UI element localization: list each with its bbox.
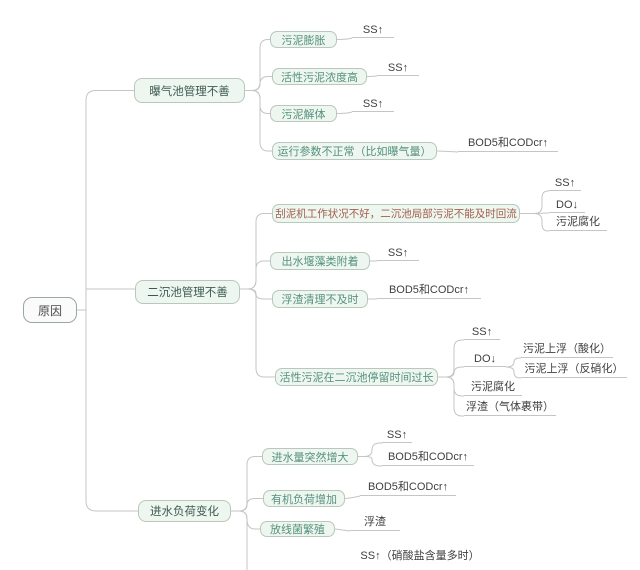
effect-bod-cod-up[interactable]: BOD5和CODcr↑ [458,136,558,152]
node-scraper-malfunction[interactable]: 刮泥机工作状况不好，二沉池局部污泥不能及时回流 [272,204,520,223]
effect-sludge-putrefaction[interactable]: 污泥腐化 [464,380,522,396]
effect-bod-cod-up[interactable]: BOD5和CODcr↑ [377,283,481,299]
branch-secondary-clarifier[interactable]: 二沉池管理不善 [135,280,240,304]
node-long-retention[interactable]: 活性污泥在二沉池停留时间过长 [275,368,438,386]
node-organic-load-increase[interactable]: 有机负荷增加 [263,490,345,507]
effect-ss-up[interactable]: SS↑ [377,245,419,261]
effect-do-down[interactable]: DO↓ [464,351,506,367]
root-node-cause[interactable]: 原因 [23,297,77,323]
effect-sludge-putrefaction[interactable]: 污泥腐化 [549,215,607,231]
effect-ss-up[interactable]: SS↑ [352,96,394,112]
effect-bod-cod-up[interactable]: BOD5和CODcr↑ [382,450,474,466]
effect-scum-gas-entrainment[interactable]: 浮渣（气体裹带） [464,400,556,416]
effect-ss-up[interactable]: SS↑ [382,427,412,443]
effect-sludge-float-acidification[interactable]: 污泥上浮（酸化） [521,342,613,358]
node-flow-surge[interactable]: 进水量突然增大 [262,448,358,465]
node-actinomycetes-growth[interactable]: 放线菌繁殖 [260,521,335,537]
node-high-mlss[interactable]: 活性污泥浓度高 [272,68,367,85]
effect-bod-cod-up[interactable]: BOD5和CODcr↑ [360,480,456,496]
node-abnormal-parameters[interactable]: 运行参数不正常（比如曝气量） [272,142,437,160]
effect-ss-up[interactable]: SS↑ [377,60,419,76]
effect-ss-up[interactable]: SS↑ [549,175,581,191]
effect-sludge-float-denitrification[interactable]: 污泥上浮（反硝化） [521,362,627,378]
effect-ss-up[interactable]: SS↑ [352,22,394,38]
node-sludge-disintegration[interactable]: 污泥解体 [270,105,337,122]
effect-ss-up[interactable]: SS↑ [464,324,500,340]
node-weir-algae[interactable]: 出水堰藻类附着 [270,252,370,270]
branch-aeration-tank[interactable]: 曝气池管理不善 [134,78,245,103]
branch-influent-load[interactable]: 进水负荷变化 [138,500,231,522]
effect-scum[interactable]: 浮渣 [350,515,400,531]
node-scum-not-cleaned[interactable]: 浮渣清理不及时 [272,290,368,308]
effect-ss-up-nitrate[interactable]: SS↑（硝酸盐含量多时） [360,550,480,562]
node-sludge-bulking[interactable]: 污泥膨胀 [270,31,337,48]
effect-do-down[interactable]: DO↓ [549,197,585,213]
